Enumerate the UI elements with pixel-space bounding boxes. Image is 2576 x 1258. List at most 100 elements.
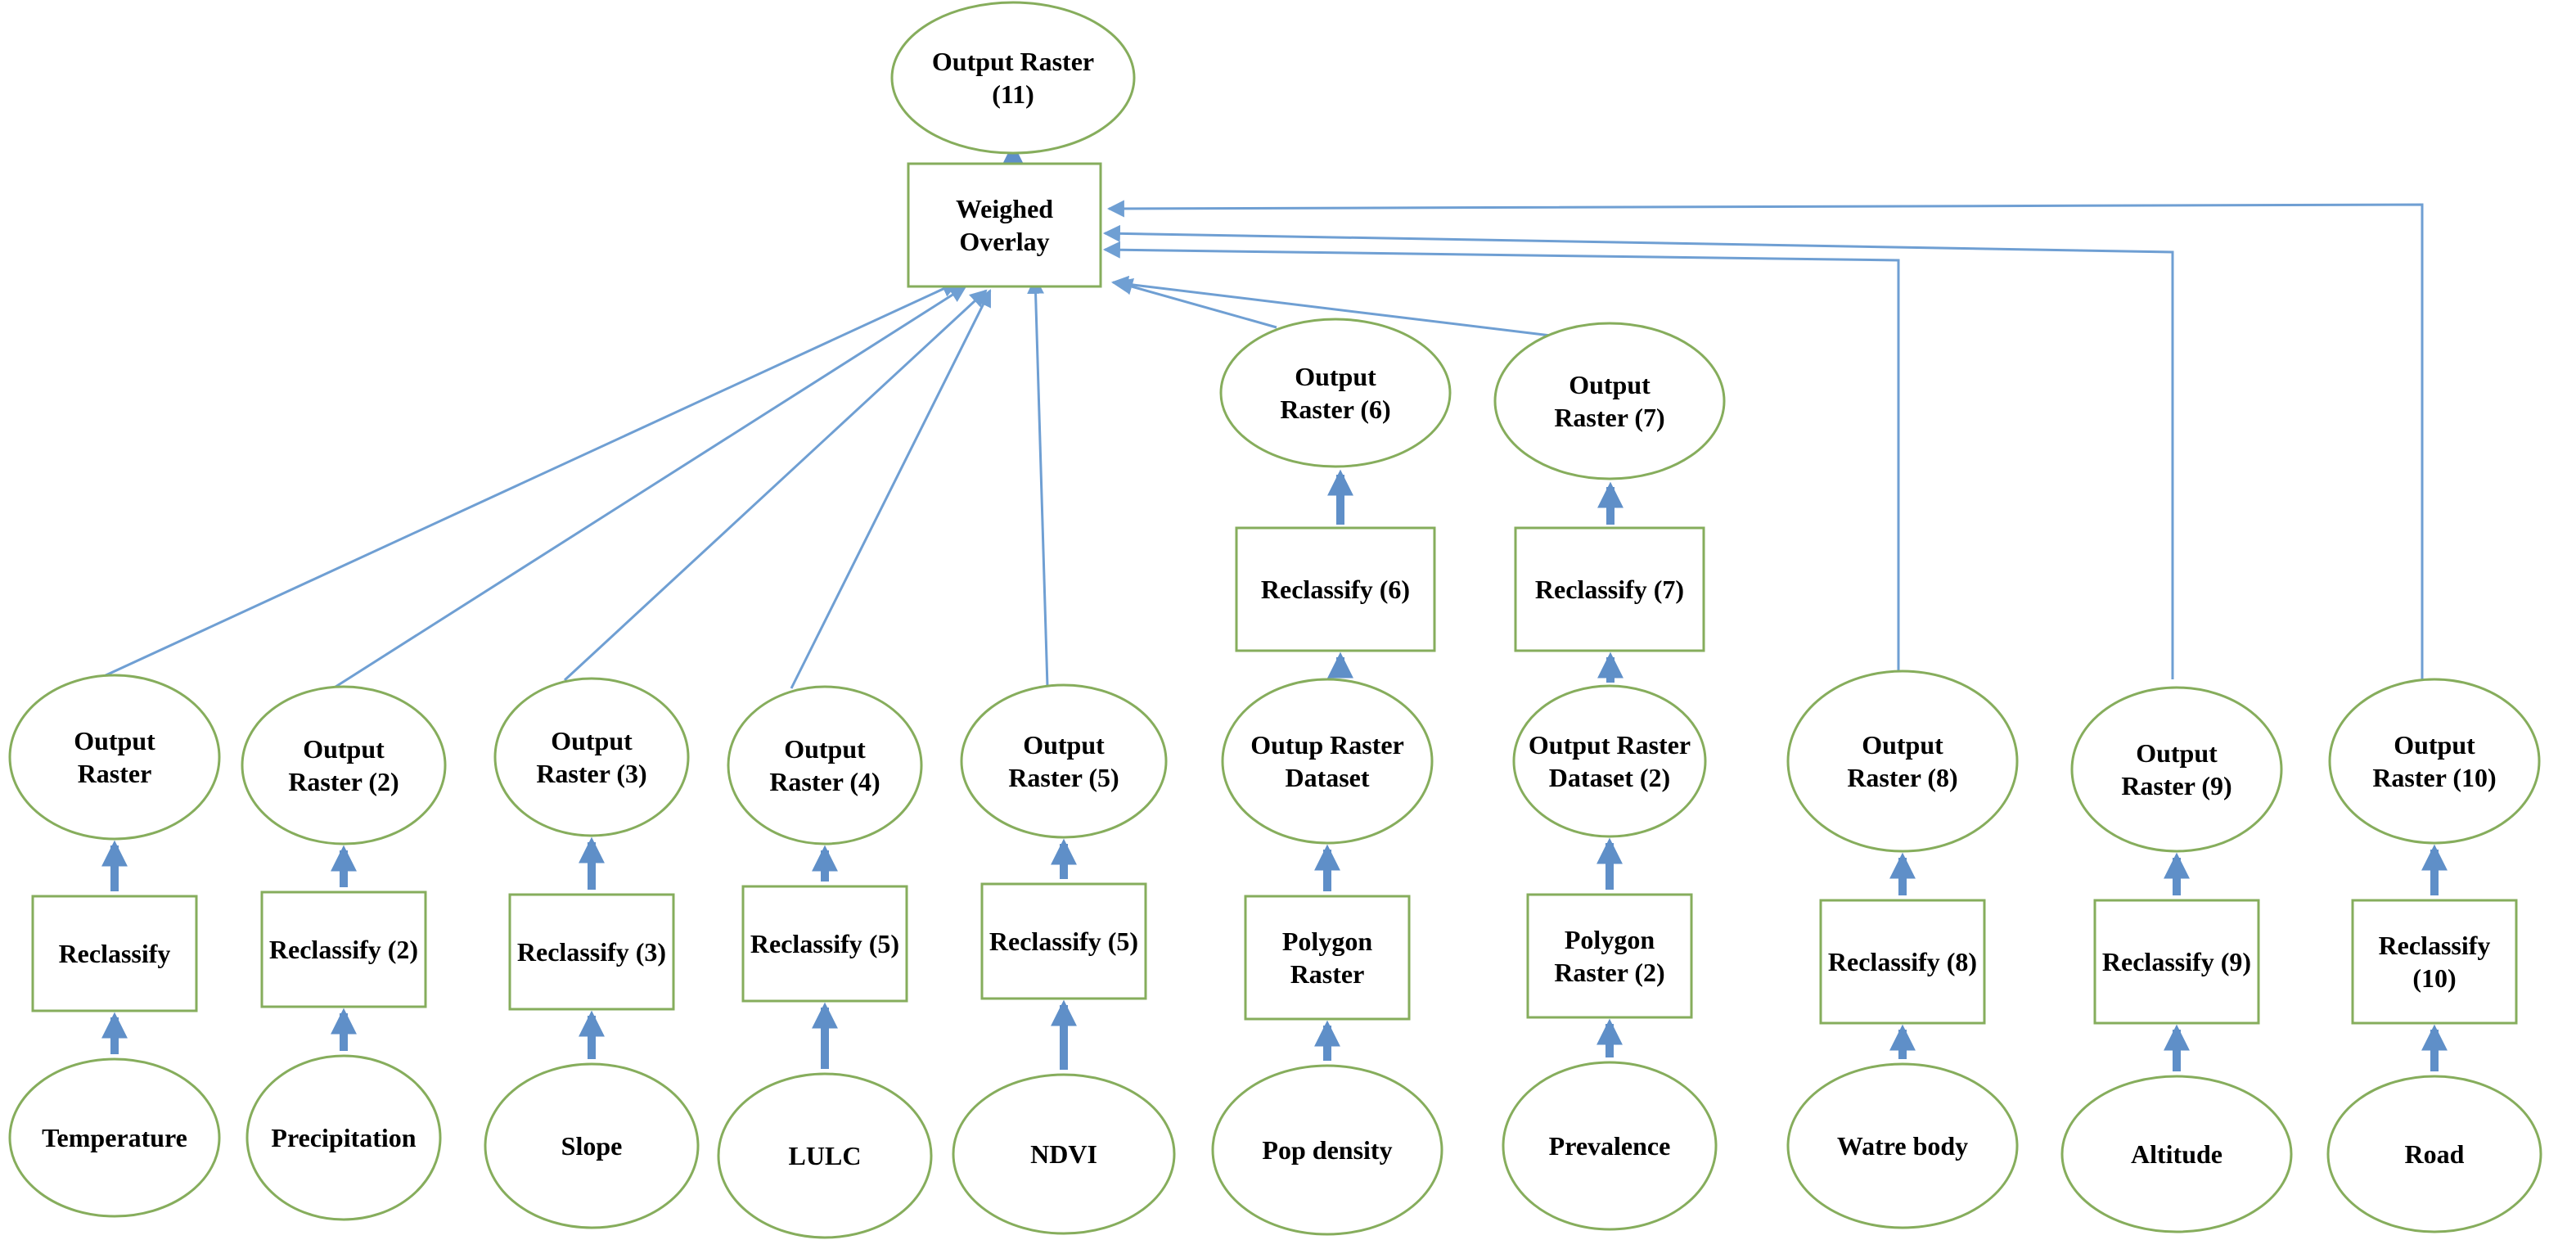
reclassify-node-6: Reclassify (6)	[1235, 526, 1436, 652]
process-node-1-label: Reclassify	[59, 939, 171, 968]
process-node-7-shape	[1526, 893, 1693, 1019]
process-node-2-shape	[260, 891, 427, 1008]
reclassify-node-7: Reclassify (7)	[1514, 526, 1705, 652]
process-node-8-label: Reclassify (8)	[1828, 947, 1977, 976]
process-node-4: Reclassify (5)	[741, 885, 908, 1003]
input-node-10-label: Road	[2405, 1139, 2465, 1169]
process-node-3-shape	[508, 893, 675, 1011]
edge-output-4-to-overlay	[790, 289, 992, 689]
input-node-7-shape	[1502, 1061, 1718, 1231]
input-node-3: Slope	[484, 1062, 700, 1229]
output-raster-node-6-shape	[1219, 318, 1452, 468]
output-node-7-label: Dataset (2)	[1549, 763, 1670, 792]
reclassify-node-6-shape	[1235, 526, 1436, 652]
output-node-7-label: Output Raster	[1529, 730, 1691, 760]
process-node-3-label: Reclassify (3)	[517, 937, 666, 967]
input-node-7-label: Prevalence	[1549, 1131, 1671, 1161]
input-node-4-shape	[717, 1072, 933, 1239]
edge-output-6-to-overlay	[1115, 278, 1277, 329]
process-node-5-label: Reclassify (5)	[989, 927, 1138, 956]
output-node-5-label: Output	[1023, 730, 1105, 760]
final-output-node-label: (11)	[992, 79, 1034, 109]
process-node-6-shape	[1244, 895, 1411, 1021]
input-node-4-label: LULC	[789, 1141, 862, 1170]
input-node-9-shape	[2060, 1075, 2293, 1233]
edge-output-10-to-overlay	[1106, 200, 2424, 679]
final-output-node-label: Output Raster	[932, 47, 1094, 76]
process-node-10: Reclassify (10)	[2351, 899, 2518, 1025]
reclassify-node-7-label: Reclassify (7)	[1535, 575, 1684, 604]
output-node-3-label: Output	[551, 726, 633, 755]
reclassify-node-6-label: Reclassify (6)	[1261, 575, 1410, 604]
process-node-3: Reclassify (3)	[508, 893, 675, 1011]
output-node-3-label: Raster (3)	[536, 759, 646, 788]
weighted-overlay-node-label: Overlay	[959, 227, 1049, 256]
edge-output-9-to-overlay	[1102, 224, 2174, 679]
input-node-5-label: NDVI	[1030, 1139, 1097, 1169]
output-node-10-shape	[2328, 678, 2541, 845]
input-node-5-shape	[952, 1073, 1176, 1235]
input-node-8-shape	[1786, 1062, 2019, 1229]
process-node-7-label: Polygon	[1565, 925, 1655, 954]
output-node-2-shape	[241, 685, 447, 845]
input-node-3-label: Slope	[561, 1131, 623, 1161]
input-node-9-label: Altitude	[2131, 1139, 2222, 1169]
edges-layer	[101, 142, 2448, 1071]
input-node-2-label: Precipitation	[271, 1123, 416, 1152]
process-node-7-label: Raster (2)	[1554, 958, 1664, 987]
nodes-layer: Temperature Reclassify OutputRasterPrecipi…	[8, 1, 2542, 1239]
process-node-10-shape	[2351, 899, 2518, 1025]
output-node-4-label: Raster (4)	[769, 767, 880, 796]
process-node-10-label: Reclassify	[2379, 931, 2491, 960]
process-node-9: Reclassify (9)	[2093, 899, 2260, 1025]
output-node-3-shape	[493, 677, 690, 837]
input-node-7: Prevalence	[1502, 1061, 1718, 1231]
process-node-1: Reclassify	[31, 895, 198, 1012]
edge-output-7-to-overlay	[1110, 275, 1551, 337]
edge-output-2-to-overlay	[332, 285, 967, 690]
output-raster-node-6-label: Raster (6)	[1280, 395, 1390, 424]
final-output-node: Output Raster (11)	[890, 1, 1136, 155]
output-node-6-label: Outup Raster	[1250, 730, 1404, 760]
edge-output-8-to-overlay	[1102, 241, 1900, 679]
output-raster-node-6-label: Output	[1295, 362, 1376, 391]
process-node-5: Reclassify (5)	[980, 882, 1147, 1000]
output-node-2-label: Raster (2)	[288, 767, 399, 796]
input-node-6: Pop density	[1211, 1064, 1443, 1236]
output-node-1-label: Raster	[78, 759, 152, 788]
process-node-6-label: Raster	[1290, 959, 1365, 989]
output-node-5-label: Raster (5)	[1008, 763, 1119, 792]
output-node-8-label: Output	[1862, 730, 1943, 760]
output-raster-node-7-shape	[1493, 322, 1726, 480]
output-node-2-label: Output	[303, 734, 385, 764]
process-node-2-label: Reclassify (2)	[269, 935, 418, 964]
output-node-6-label: Dataset	[1285, 763, 1369, 792]
input-node-2: Precipitation	[245, 1054, 442, 1221]
output-node-7-shape	[1512, 684, 1707, 838]
process-node-10-label: (10)	[2412, 963, 2456, 993]
process-node-1-shape	[31, 895, 198, 1012]
output-node-8-label: Raster (8)	[1847, 763, 1957, 792]
process-node-6-label: Polygon	[1282, 927, 1372, 956]
process-node-2: Reclassify (2)	[260, 891, 427, 1008]
input-node-6-shape	[1211, 1064, 1443, 1236]
process-node-9-shape	[2093, 899, 2260, 1025]
input-node-1-label: Temperature	[42, 1123, 187, 1152]
input-node-1-shape	[8, 1057, 221, 1218]
output-node-10-label: Raster (10)	[2372, 763, 2496, 792]
output-node-6-shape	[1221, 678, 1434, 845]
process-node-5-shape	[980, 882, 1147, 1000]
